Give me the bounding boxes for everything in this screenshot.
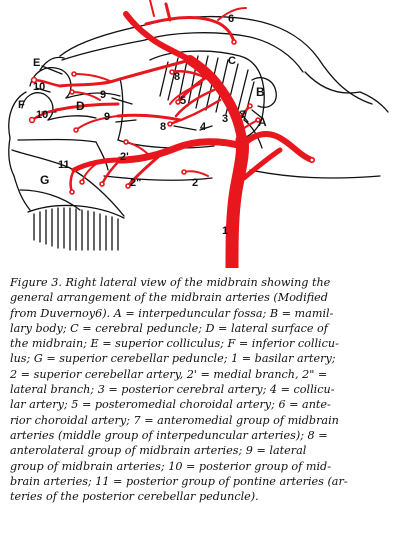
label-9b: 9 bbox=[104, 111, 110, 123]
label-10b: 10 bbox=[36, 109, 48, 121]
label-11: 11 bbox=[58, 159, 70, 171]
caption-line: lary body; C = cerebral peduncle; D = la… bbox=[10, 321, 328, 335]
caption-line: the midbrain; E = superior colliculus; F… bbox=[10, 337, 339, 351]
label-F: F bbox=[18, 99, 25, 111]
label-A: A bbox=[258, 115, 267, 129]
artery-tree bbox=[30, 0, 315, 268]
label-2: 2 bbox=[192, 177, 198, 189]
caption-line: lar artery; 5 = posteromedial choroidal … bbox=[10, 398, 331, 412]
label-3: 3 bbox=[222, 113, 228, 125]
caption-line: teries of the posterior cerebellar pedun… bbox=[10, 490, 259, 504]
label-D: D bbox=[76, 99, 85, 113]
caption-line: group of midbrain arteries; 10 = posteri… bbox=[10, 459, 331, 473]
caption-line: Figure 3. Right lateral view of the midb… bbox=[10, 276, 331, 289]
label-1: 1 bbox=[222, 225, 228, 237]
caption-line: lus; G = superior cerebellar peduncle; 1… bbox=[10, 352, 336, 366]
figure-caption: Figure 3. Right lateral view of the midb… bbox=[10, 275, 402, 504]
label-6: 6 bbox=[228, 13, 234, 25]
label-2-double-prime: 2" bbox=[130, 177, 141, 189]
caption-line: 2 = superior cerebellar artery, 2' = med… bbox=[10, 367, 328, 381]
artery-branch-ends bbox=[28, 39, 315, 195]
label-2-prime: 2' bbox=[120, 151, 129, 163]
label-B: B bbox=[256, 85, 265, 99]
caption-line: anterolateral group of midbrain arteries… bbox=[10, 444, 307, 458]
caption-line: arteries (middle group of interpeduncula… bbox=[10, 428, 328, 442]
midbrain-arteries-figure: 6 C E 10 F 10 D 9 9 8 5 8 4 3 7 B A 2' 1… bbox=[0, 0, 407, 268]
label-5: 5 bbox=[180, 95, 186, 107]
label-C: C bbox=[228, 55, 236, 67]
outline-drawing bbox=[8, 15, 389, 251]
caption-line: rior choroidal artery; 7 = anteromedial … bbox=[10, 413, 339, 427]
label-E: E bbox=[33, 57, 40, 69]
label-8b: 8 bbox=[160, 121, 166, 133]
caption-line: brain arteries; 11 = posterior group of … bbox=[10, 474, 348, 488]
label-9a: 9 bbox=[100, 89, 106, 101]
label-8a: 8 bbox=[174, 71, 180, 83]
label-7: 7 bbox=[240, 109, 246, 121]
figure-labels: 6 C E 10 F 10 D 9 9 8 5 8 4 3 7 B A 2' 1… bbox=[18, 13, 267, 237]
caption-line: from Duvernoy6). A = interpeduncular fos… bbox=[10, 306, 334, 320]
label-G: G bbox=[40, 173, 49, 187]
label-10a: 10 bbox=[33, 81, 45, 93]
caption-line: lateral branch; 3 = posterior cerebral a… bbox=[10, 383, 335, 397]
anatomical-drawing: 6 C E 10 F 10 D 9 9 8 5 8 4 3 7 B A 2' 1… bbox=[8, 0, 389, 268]
label-4: 4 bbox=[200, 121, 207, 133]
caption-line: general arrangement of the midbrain arte… bbox=[10, 291, 328, 305]
